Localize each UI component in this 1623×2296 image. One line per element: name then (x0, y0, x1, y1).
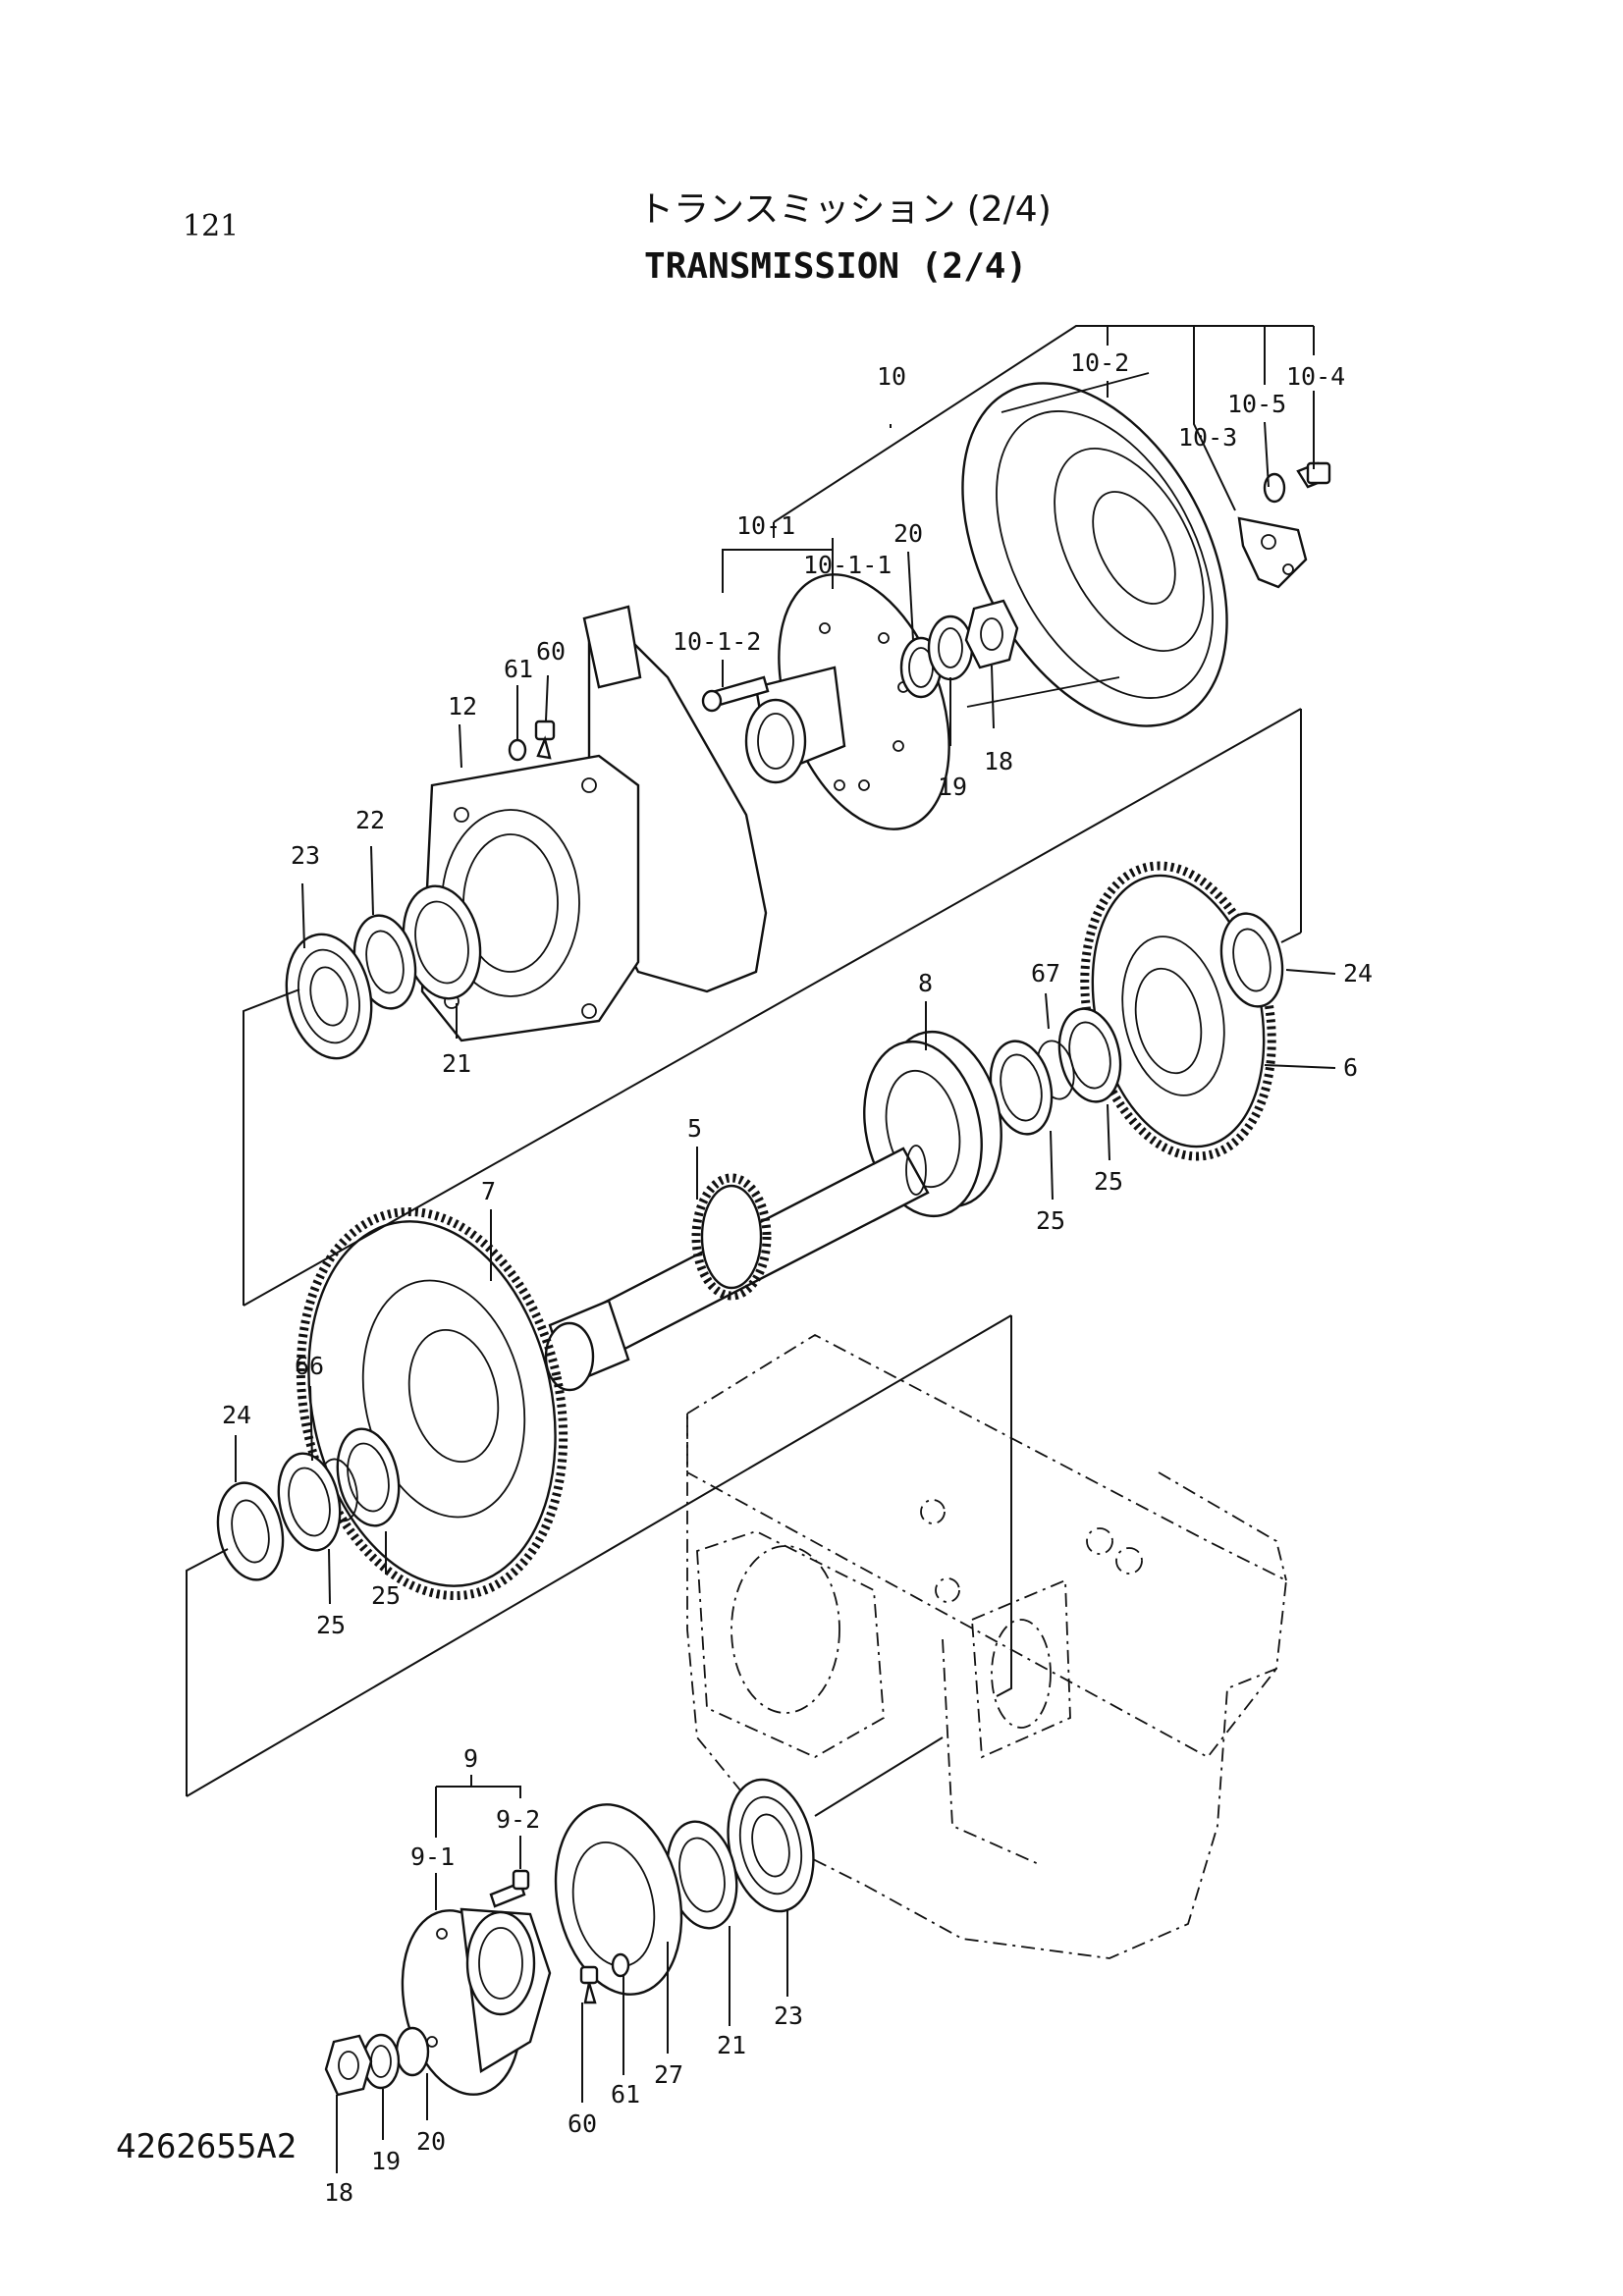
callout-25-left-a: 25 (371, 1581, 401, 1610)
lock-washer-part (611, 1952, 630, 1978)
callout-20-bottom: 20 (416, 2127, 446, 2156)
callout-20-top: 20 (893, 519, 923, 548)
callout-25-right-b: 25 (1036, 1206, 1065, 1235)
callout-9-2: 9-2 (496, 1805, 540, 1834)
flange-part (744, 573, 950, 830)
part-callouts: 10 10-2 10-4 10-5 10-3 10-1 20 10-1-1 10… (222, 348, 1373, 2207)
callout-61-top: 61 (504, 655, 533, 683)
bolt-part (579, 1965, 599, 2004)
oil-seal-part (395, 2026, 430, 2077)
callout-66: 66 (295, 1352, 324, 1380)
callout-10-3: 10-3 (1178, 423, 1237, 452)
callout-61-bottom: 61 (611, 2080, 640, 2109)
callout-23-top: 23 (291, 841, 320, 870)
washer-part (1263, 472, 1286, 504)
main-shaft-part (544, 1145, 930, 1392)
thrust-washer-part (1219, 912, 1284, 1008)
callout-27: 27 (654, 2060, 683, 2089)
callout-23-bottom: 23 (774, 2002, 803, 2030)
callout-24-left: 24 (222, 1401, 251, 1429)
callout-18-top: 18 (984, 747, 1013, 775)
callout-21-bottom: 21 (717, 2031, 746, 2059)
callout-6: 6 (1343, 1053, 1358, 1082)
washer-part (927, 614, 974, 681)
callout-9: 9 (463, 1744, 478, 1773)
brake-case-part (420, 605, 768, 1042)
transmission-housing (686, 1333, 1287, 1959)
callout-25-right-a: 25 (1094, 1167, 1123, 1196)
callout-60-bottom: 60 (568, 2109, 597, 2138)
callout-10-2: 10-2 (1070, 348, 1129, 377)
callout-5: 5 (687, 1114, 702, 1143)
callout-67: 67 (1031, 959, 1060, 988)
callout-19-bottom: 19 (371, 2147, 401, 2175)
stud-bolt-part (701, 675, 770, 713)
lever-part (1237, 516, 1308, 589)
bolt-part (489, 1869, 530, 1908)
bolt-part (534, 720, 556, 760)
nut-part (964, 599, 1019, 669)
assembly-lines (186, 325, 1336, 2173)
callout-9-1: 9-1 (410, 1842, 455, 1871)
retainer-part (554, 1803, 683, 1996)
callout-19-top: 19 (938, 773, 967, 801)
callout-10-1-1: 10-1-1 (803, 551, 892, 579)
callout-25-left-b: 25 (316, 1611, 346, 1639)
callout-10-5: 10-5 (1227, 390, 1286, 418)
large-gear-part (296, 1206, 568, 1601)
callout-21-top: 21 (442, 1049, 471, 1078)
needle-bearing-part (336, 1427, 401, 1527)
callout-10: 10 (877, 362, 906, 391)
drawing-code: 4262655A2 (116, 2127, 298, 2166)
callout-12: 12 (448, 692, 477, 721)
callout-24-right: 24 (1343, 959, 1373, 988)
callout-7: 7 (481, 1177, 496, 1205)
callout-22: 22 (355, 806, 385, 834)
nut-part (324, 2034, 373, 2097)
lock-washer-part (508, 738, 527, 762)
page-title: TRANSMISSION (2/4) (644, 246, 1028, 287)
needle-bearing-part (277, 1452, 342, 1552)
callout-60-top: 60 (536, 637, 566, 666)
callout-10-1-2: 10-1-2 (673, 627, 761, 656)
brake-drum-part (961, 372, 1228, 727)
callout-10-4: 10-4 (1286, 362, 1345, 391)
callout-18-bottom: 18 (324, 2178, 353, 2207)
washer-part (361, 2033, 401, 2090)
callout-10-1: 10-1 (736, 511, 795, 540)
page-number: 121 (183, 209, 240, 243)
thrust-washer-part (216, 1481, 285, 1581)
companion-flange-part (401, 1907, 552, 2096)
page-title-japanese: トランスミッション (2/4) (638, 189, 1052, 230)
ball-bearing-part (285, 933, 373, 1060)
callout-8: 8 (918, 969, 933, 997)
